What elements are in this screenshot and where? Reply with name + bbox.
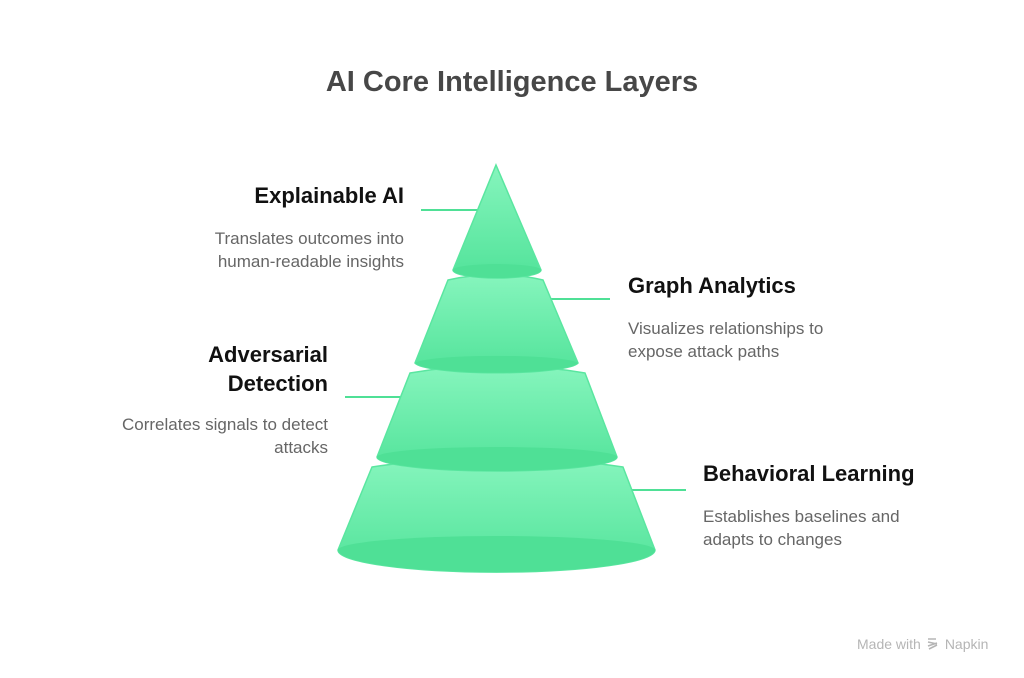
watermark: Made with Napkin <box>857 636 988 652</box>
layer-desc-graph: Visualizes relationships to expose attac… <box>628 317 823 363</box>
tier-behavioral <box>337 456 656 573</box>
watermark-prefix: Made with <box>857 636 921 652</box>
desc-line: attacks <box>274 438 328 457</box>
label-line: Adversarial <box>208 342 328 367</box>
desc-line: adapts to changes <box>703 530 842 549</box>
desc-line: expose attack paths <box>628 342 780 361</box>
desc-line: Establishes baselines and <box>703 507 900 526</box>
desc-line: Translates outcomes into <box>214 229 404 248</box>
napkin-logo-icon <box>927 638 938 650</box>
desc-line: human-readable insights <box>217 252 404 271</box>
layer-label-graph: Graph Analytics <box>628 273 796 298</box>
desc-line: Visualizes relationships to <box>628 319 824 338</box>
layer-desc-behavioral: Establishes baselines and adapts to chan… <box>703 505 900 551</box>
layer-label-explainable: Explainable AI <box>254 183 404 208</box>
tier-explainable <box>452 163 542 279</box>
tier-adversarial <box>376 364 618 472</box>
label-line: Detection <box>227 371 328 396</box>
tier-graph <box>414 273 579 374</box>
desc-line: Correlates signals to detect <box>122 415 328 434</box>
layer-desc-explainable: Translates outcomes into human-readable … <box>215 227 404 273</box>
layer-label-adversarial: Adversarial Detection <box>208 340 328 398</box>
watermark-brand: Napkin <box>944 636 989 652</box>
layer-desc-adversarial: Correlates signals to detect attacks <box>122 413 328 459</box>
diagram-title: AI Core Intelligence Layers <box>325 66 699 98</box>
layer-label-behavioral: Behavioral Learning <box>703 461 915 486</box>
